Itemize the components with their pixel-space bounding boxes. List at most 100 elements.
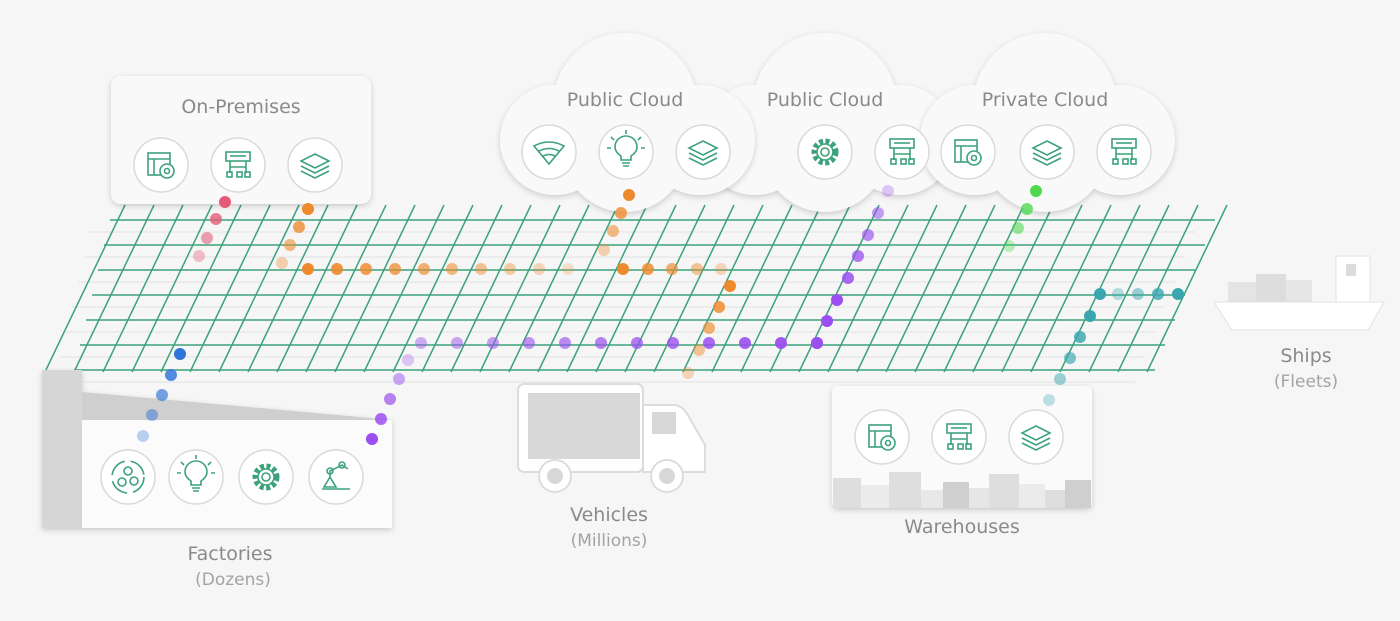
data-dot (1021, 203, 1033, 215)
data-dot (821, 315, 833, 327)
data-dot (559, 337, 571, 349)
data-dot (882, 185, 894, 197)
data-dot (1172, 288, 1184, 300)
layers-icon (1008, 409, 1064, 465)
private-cloud-title: Private Cloud (981, 89, 1109, 111)
ships-title: Ships (1280, 345, 1332, 367)
data-dot (831, 294, 843, 306)
layers-icon (287, 137, 343, 193)
data-dot (1064, 352, 1076, 364)
ship-icon (1213, 255, 1385, 331)
data-dot (210, 213, 222, 225)
grid-diagonal (1088, 204, 1170, 373)
network-hierarchy-icon (1096, 124, 1152, 180)
data-dot (1030, 185, 1042, 197)
factories-subtitle: (Dozens) (195, 570, 271, 590)
data-dot (615, 207, 627, 219)
grid-diagonal (885, 204, 967, 373)
ships-subtitle: (Fleets) (1273, 372, 1339, 392)
funnel-icon (521, 124, 577, 180)
grid-diagonal (1030, 204, 1112, 373)
data-dot (598, 244, 610, 256)
data-dot (703, 322, 715, 334)
data-dot (284, 239, 296, 251)
network-hierarchy-icon (931, 409, 987, 465)
data-dot (219, 196, 231, 208)
data-dot (137, 430, 149, 442)
data-dot (446, 263, 458, 275)
vehicles-subtitle: (Millions) (570, 531, 648, 551)
grid-diagonal (131, 204, 213, 373)
layers-icon (675, 124, 731, 180)
data-dot (331, 263, 343, 275)
data-flow-dots (137, 185, 1184, 445)
public-cloud-1-title: Public Cloud (566, 89, 684, 111)
grid-diagonal (508, 204, 590, 373)
layers-icon (1019, 124, 1075, 180)
data-dot (475, 263, 487, 275)
robot-arm-icon (308, 449, 364, 505)
data-dot (872, 207, 884, 219)
grid-diagonal (856, 204, 938, 373)
gears-cycle-icon (100, 449, 156, 505)
on-premises-title: On-Premises (181, 96, 301, 118)
cloud-shape (500, 33, 755, 212)
grid-diagonal (711, 204, 793, 373)
data-dot (375, 413, 387, 425)
data-dot (366, 433, 378, 445)
data-dot (418, 263, 430, 275)
public-cloud-2-title: Public Cloud (766, 89, 884, 111)
data-dot (504, 263, 516, 275)
data-dot (201, 232, 213, 244)
data-dot (1003, 240, 1015, 252)
grid-diagonal (1001, 204, 1083, 373)
data-dot (165, 369, 177, 381)
data-dot (1132, 288, 1144, 300)
data-dot (389, 263, 401, 275)
grid-diagonal (363, 204, 445, 373)
factories-title: Factories (187, 543, 273, 565)
data-dot (1084, 310, 1096, 322)
cloud-shape (920, 33, 1175, 212)
grid-diagonal (276, 204, 358, 373)
gear-icon (238, 449, 294, 505)
data-dot (193, 250, 205, 262)
data-dot (682, 367, 694, 379)
data-dot (451, 337, 463, 349)
grid-diagonal (450, 204, 532, 373)
data-dot (487, 337, 499, 349)
data-dot (402, 354, 414, 366)
data-dot (739, 337, 751, 349)
vehicle-truck-icon (517, 383, 706, 493)
data-dot (302, 263, 314, 275)
data-dot (384, 393, 396, 405)
data-dot (607, 225, 619, 237)
grid-diagonal (189, 204, 271, 373)
data-dot (1043, 394, 1055, 406)
grid-diagonal (305, 204, 387, 373)
data-dot (276, 257, 288, 269)
grid-diagonal (566, 204, 648, 373)
data-dot (693, 344, 705, 356)
data-dot (617, 263, 629, 275)
data-dot (775, 337, 787, 349)
grid-diagonal (827, 204, 909, 373)
data-dot (393, 373, 405, 385)
vehicles-title: Vehicles (570, 504, 648, 526)
network-hierarchy-icon (210, 137, 266, 193)
data-dot (713, 301, 725, 313)
data-dot (724, 280, 736, 292)
warehouses-title: Warehouses (904, 516, 1020, 538)
lightbulb-icon (168, 449, 224, 505)
data-dot (360, 263, 372, 275)
grid-diagonal (247, 204, 329, 373)
data-dot (862, 229, 874, 241)
grid-diagonal (102, 204, 184, 373)
grid-diagonal (73, 204, 155, 373)
data-dot (715, 263, 727, 275)
clouds (500, 33, 1175, 212)
network-grid (44, 204, 1228, 383)
data-dot (533, 263, 545, 275)
data-dot (811, 337, 823, 349)
